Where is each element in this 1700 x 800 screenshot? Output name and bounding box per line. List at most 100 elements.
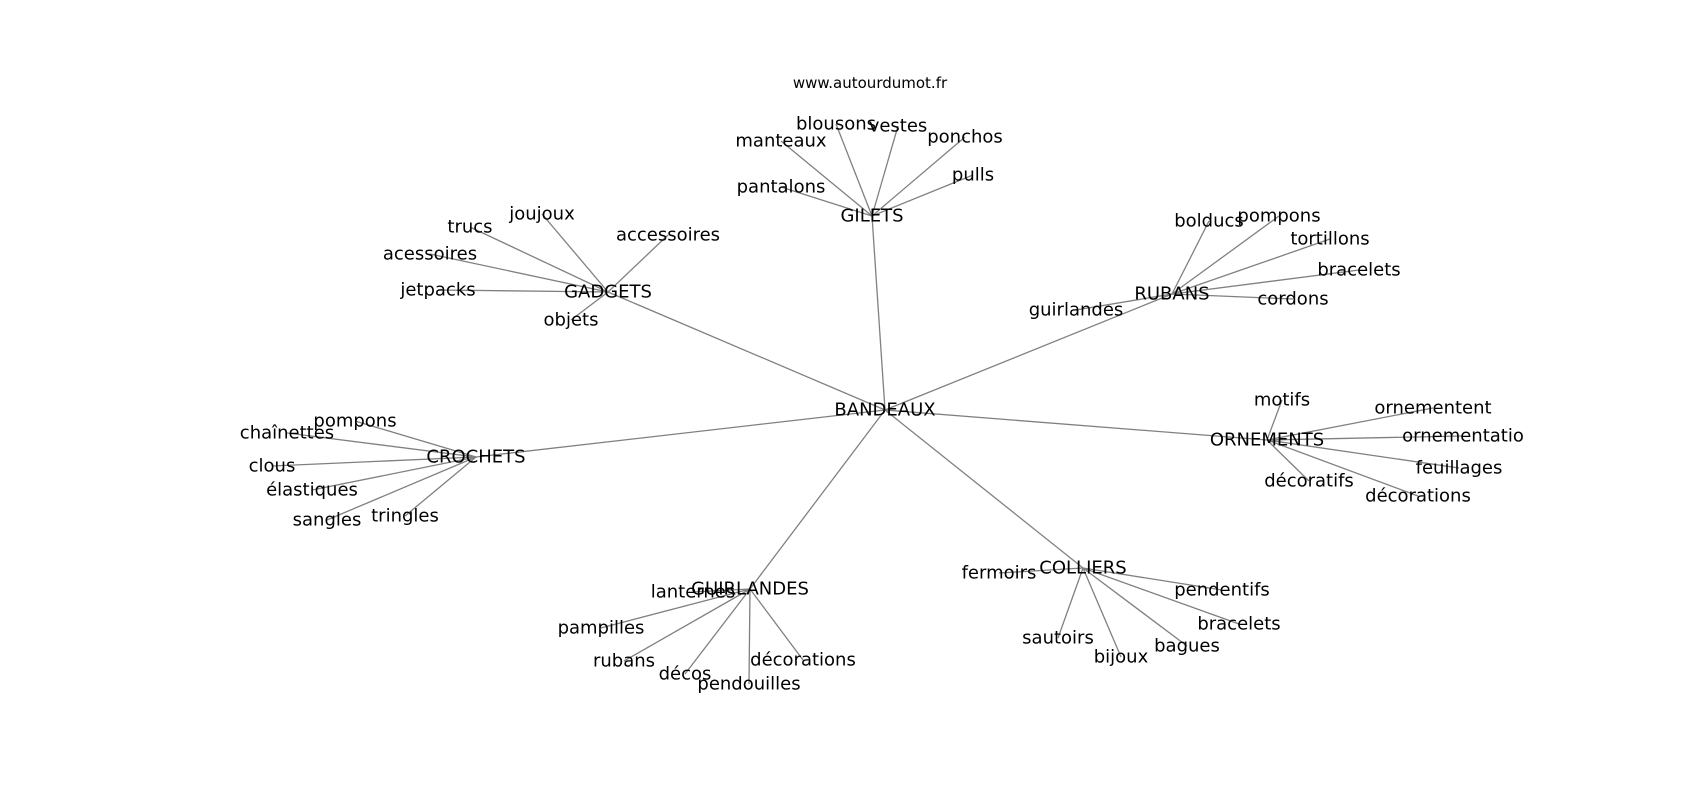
edge-rubans-pompons bbox=[1171, 215, 1280, 295]
edge-gilets-vestes bbox=[871, 125, 899, 217]
leaf-node-gilets-vestes: vestes bbox=[869, 116, 928, 137]
edge-crochets-sangles bbox=[326, 456, 477, 521]
edge-center-gadgets bbox=[607, 291, 886, 411]
edge-gadgets-trucs bbox=[469, 226, 609, 293]
edge-rubans-bolducs bbox=[1171, 220, 1210, 295]
leaf-node-crochets-tringles: tringles bbox=[371, 506, 439, 527]
leaf-node-gilets-blousons: blousons bbox=[796, 114, 876, 135]
edge-rubans-guirlandes bbox=[1075, 293, 1173, 311]
leaf-node-gadgets-acessoires: acessoires bbox=[383, 244, 477, 265]
edge-gadgets-objets bbox=[570, 291, 609, 321]
edge-guirlandes-lanternes bbox=[692, 588, 751, 593]
edge-crochets-tringles bbox=[404, 456, 477, 517]
leaf-node-crochets-chainettes: chaînettes bbox=[240, 423, 334, 444]
leaf-node-ornements-motifs: motifs bbox=[1254, 390, 1310, 411]
leaf-node-guirlandes-lanternes: lanternes bbox=[651, 582, 736, 603]
edge-crochets-pompons bbox=[354, 420, 477, 458]
leaf-node-guirlandes-pampilles: pampilles bbox=[558, 618, 645, 639]
group-node-colliers: COLLIERS bbox=[1039, 558, 1126, 579]
edge-colliers-fermoirs bbox=[998, 567, 1084, 574]
edge-center-gilets bbox=[871, 215, 886, 411]
edge-rubans-bracelets bbox=[1171, 269, 1360, 295]
leaf-node-gilets-ponchos: ponchos bbox=[927, 127, 1003, 148]
leaf-node-colliers-sautoirs: sautoirs bbox=[1022, 628, 1094, 649]
edge-ornements-ornementatio bbox=[1266, 435, 1464, 441]
edge-ornements-motifs bbox=[1266, 399, 1283, 441]
edge-crochets-chainettes bbox=[286, 432, 477, 458]
leaf-node-gilets-pantalons: pantalons bbox=[737, 177, 826, 198]
leaf-node-rubans-pompons: pompons bbox=[1237, 206, 1320, 227]
edge-colliers-bagues bbox=[1082, 567, 1188, 647]
edge-gadgets-accessoires bbox=[607, 234, 669, 293]
edge-gilets-ponchos bbox=[871, 136, 966, 217]
edge-gadgets-joujoux bbox=[541, 213, 609, 293]
leaf-node-gadgets-objets: objets bbox=[544, 310, 599, 331]
leaf-node-colliers-bagues: bagues bbox=[1154, 636, 1220, 657]
edge-gilets-blousons bbox=[835, 123, 873, 217]
group-node-gadgets: GADGETS bbox=[564, 282, 652, 303]
edge-guirlandes-pendouilles bbox=[748, 588, 751, 685]
edge-center-colliers bbox=[884, 409, 1084, 569]
leaf-node-colliers-bracelets: bracelets bbox=[1197, 614, 1280, 635]
edge-crochets-clous bbox=[271, 456, 477, 467]
leaf-node-guirlandes-pendouilles: pendouilles bbox=[697, 674, 800, 695]
group-node-crochets: CROCHETS bbox=[426, 447, 525, 468]
leaf-node-crochets-sangles: sangles bbox=[293, 510, 362, 531]
leaf-node-gadgets-accessoires: accessoires bbox=[616, 225, 720, 246]
leaf-node-colliers-fermoirs: fermoirs bbox=[962, 563, 1037, 584]
edge-ornements-decoratifs bbox=[1266, 439, 1310, 482]
edge-guirlandes-pampilles bbox=[600, 588, 751, 629]
edge-ornements-feuillages bbox=[1266, 439, 1460, 469]
edge-gilets-pulls bbox=[871, 174, 974, 217]
group-node-rubans: RUBANS bbox=[1134, 284, 1209, 305]
leaf-node-gilets-manteaux: manteaux bbox=[735, 131, 827, 152]
edge-crochets-elastiques bbox=[311, 456, 477, 491]
leaf-node-gadgets-joujoux: joujoux bbox=[508, 204, 575, 225]
leaf-node-ornements-ornementatio: ornementatio bbox=[1402, 426, 1524, 447]
leaf-node-rubans-tortillons: tortillons bbox=[1290, 229, 1369, 250]
leaf-node-rubans-bracelets: bracelets bbox=[1317, 260, 1400, 281]
edge-colliers-bracelets bbox=[1082, 567, 1240, 625]
edge-gadgets-acessoires bbox=[429, 253, 609, 293]
leaf-node-colliers-pendentifs: pendentifs bbox=[1174, 580, 1270, 601]
edge-gilets-manteaux bbox=[780, 140, 873, 217]
edge-center-crochets bbox=[475, 409, 886, 458]
leaf-node-gadgets-trucs: trucs bbox=[447, 217, 492, 238]
leaf-node-colliers-bijoux: bijoux bbox=[1094, 647, 1149, 668]
leaf-node-ornements-decoratifs: décoratifs bbox=[1264, 471, 1354, 492]
leaf-node-crochets-elastiques: élastiques bbox=[266, 480, 358, 501]
edge-guirlandes-decorations bbox=[749, 588, 804, 661]
leaf-node-ornements-feuillages: feuillages bbox=[1416, 458, 1503, 479]
edges-layer bbox=[271, 123, 1464, 685]
leaf-node-crochets-clous: clous bbox=[249, 456, 296, 477]
leaf-node-rubans-cordons: cordons bbox=[1257, 289, 1328, 310]
group-node-ornements: ORNEMENTS bbox=[1210, 430, 1324, 451]
leaf-node-gadgets-jetpacks: jetpacks bbox=[399, 280, 475, 301]
edge-colliers-bijoux bbox=[1082, 567, 1122, 658]
leaf-node-ornements-ornementent: ornementent bbox=[1374, 398, 1491, 419]
edge-colliers-sautoirs bbox=[1057, 567, 1084, 639]
labels-layer: BANDEAUX GILETS pantalons manteauxblousonsv… bbox=[240, 114, 1524, 695]
edge-center-guirlandes bbox=[749, 409, 886, 590]
leaf-node-guirlandes-decos: décos bbox=[659, 664, 712, 685]
group-node-guirlandes: GUIRLANDES bbox=[691, 579, 809, 600]
leaf-node-rubans-bolducs: bolducs bbox=[1174, 211, 1244, 232]
group-node-gilets: GILETS bbox=[840, 206, 903, 227]
edge-guirlandes-rubans bbox=[623, 588, 751, 662]
edge-rubans-tortillons bbox=[1171, 238, 1331, 295]
edge-ornements-ornementent bbox=[1266, 407, 1434, 441]
edge-gilets-pantalons bbox=[780, 186, 873, 217]
watermark: www.autourdumot.fr bbox=[793, 74, 948, 92]
leaf-node-guirlandes-decorations: décorations bbox=[750, 650, 856, 671]
center-node-label: BANDEAUX bbox=[834, 400, 935, 421]
leaf-node-rubans-guirlandes: guirlandes bbox=[1029, 300, 1124, 321]
leaf-node-guirlandes-rubans: rubans bbox=[593, 651, 655, 672]
edge-rubans-cordons bbox=[1171, 293, 1294, 300]
edge-guirlandes-decos bbox=[684, 588, 751, 675]
edge-ornements-decorations bbox=[1266, 439, 1419, 497]
edge-gadgets-jetpacks bbox=[437, 289, 609, 293]
edge-center-ornements bbox=[884, 409, 1268, 441]
leaf-node-gilets-pulls: pulls bbox=[952, 165, 994, 186]
leaf-node-crochets-pompons: pompons bbox=[313, 411, 396, 432]
